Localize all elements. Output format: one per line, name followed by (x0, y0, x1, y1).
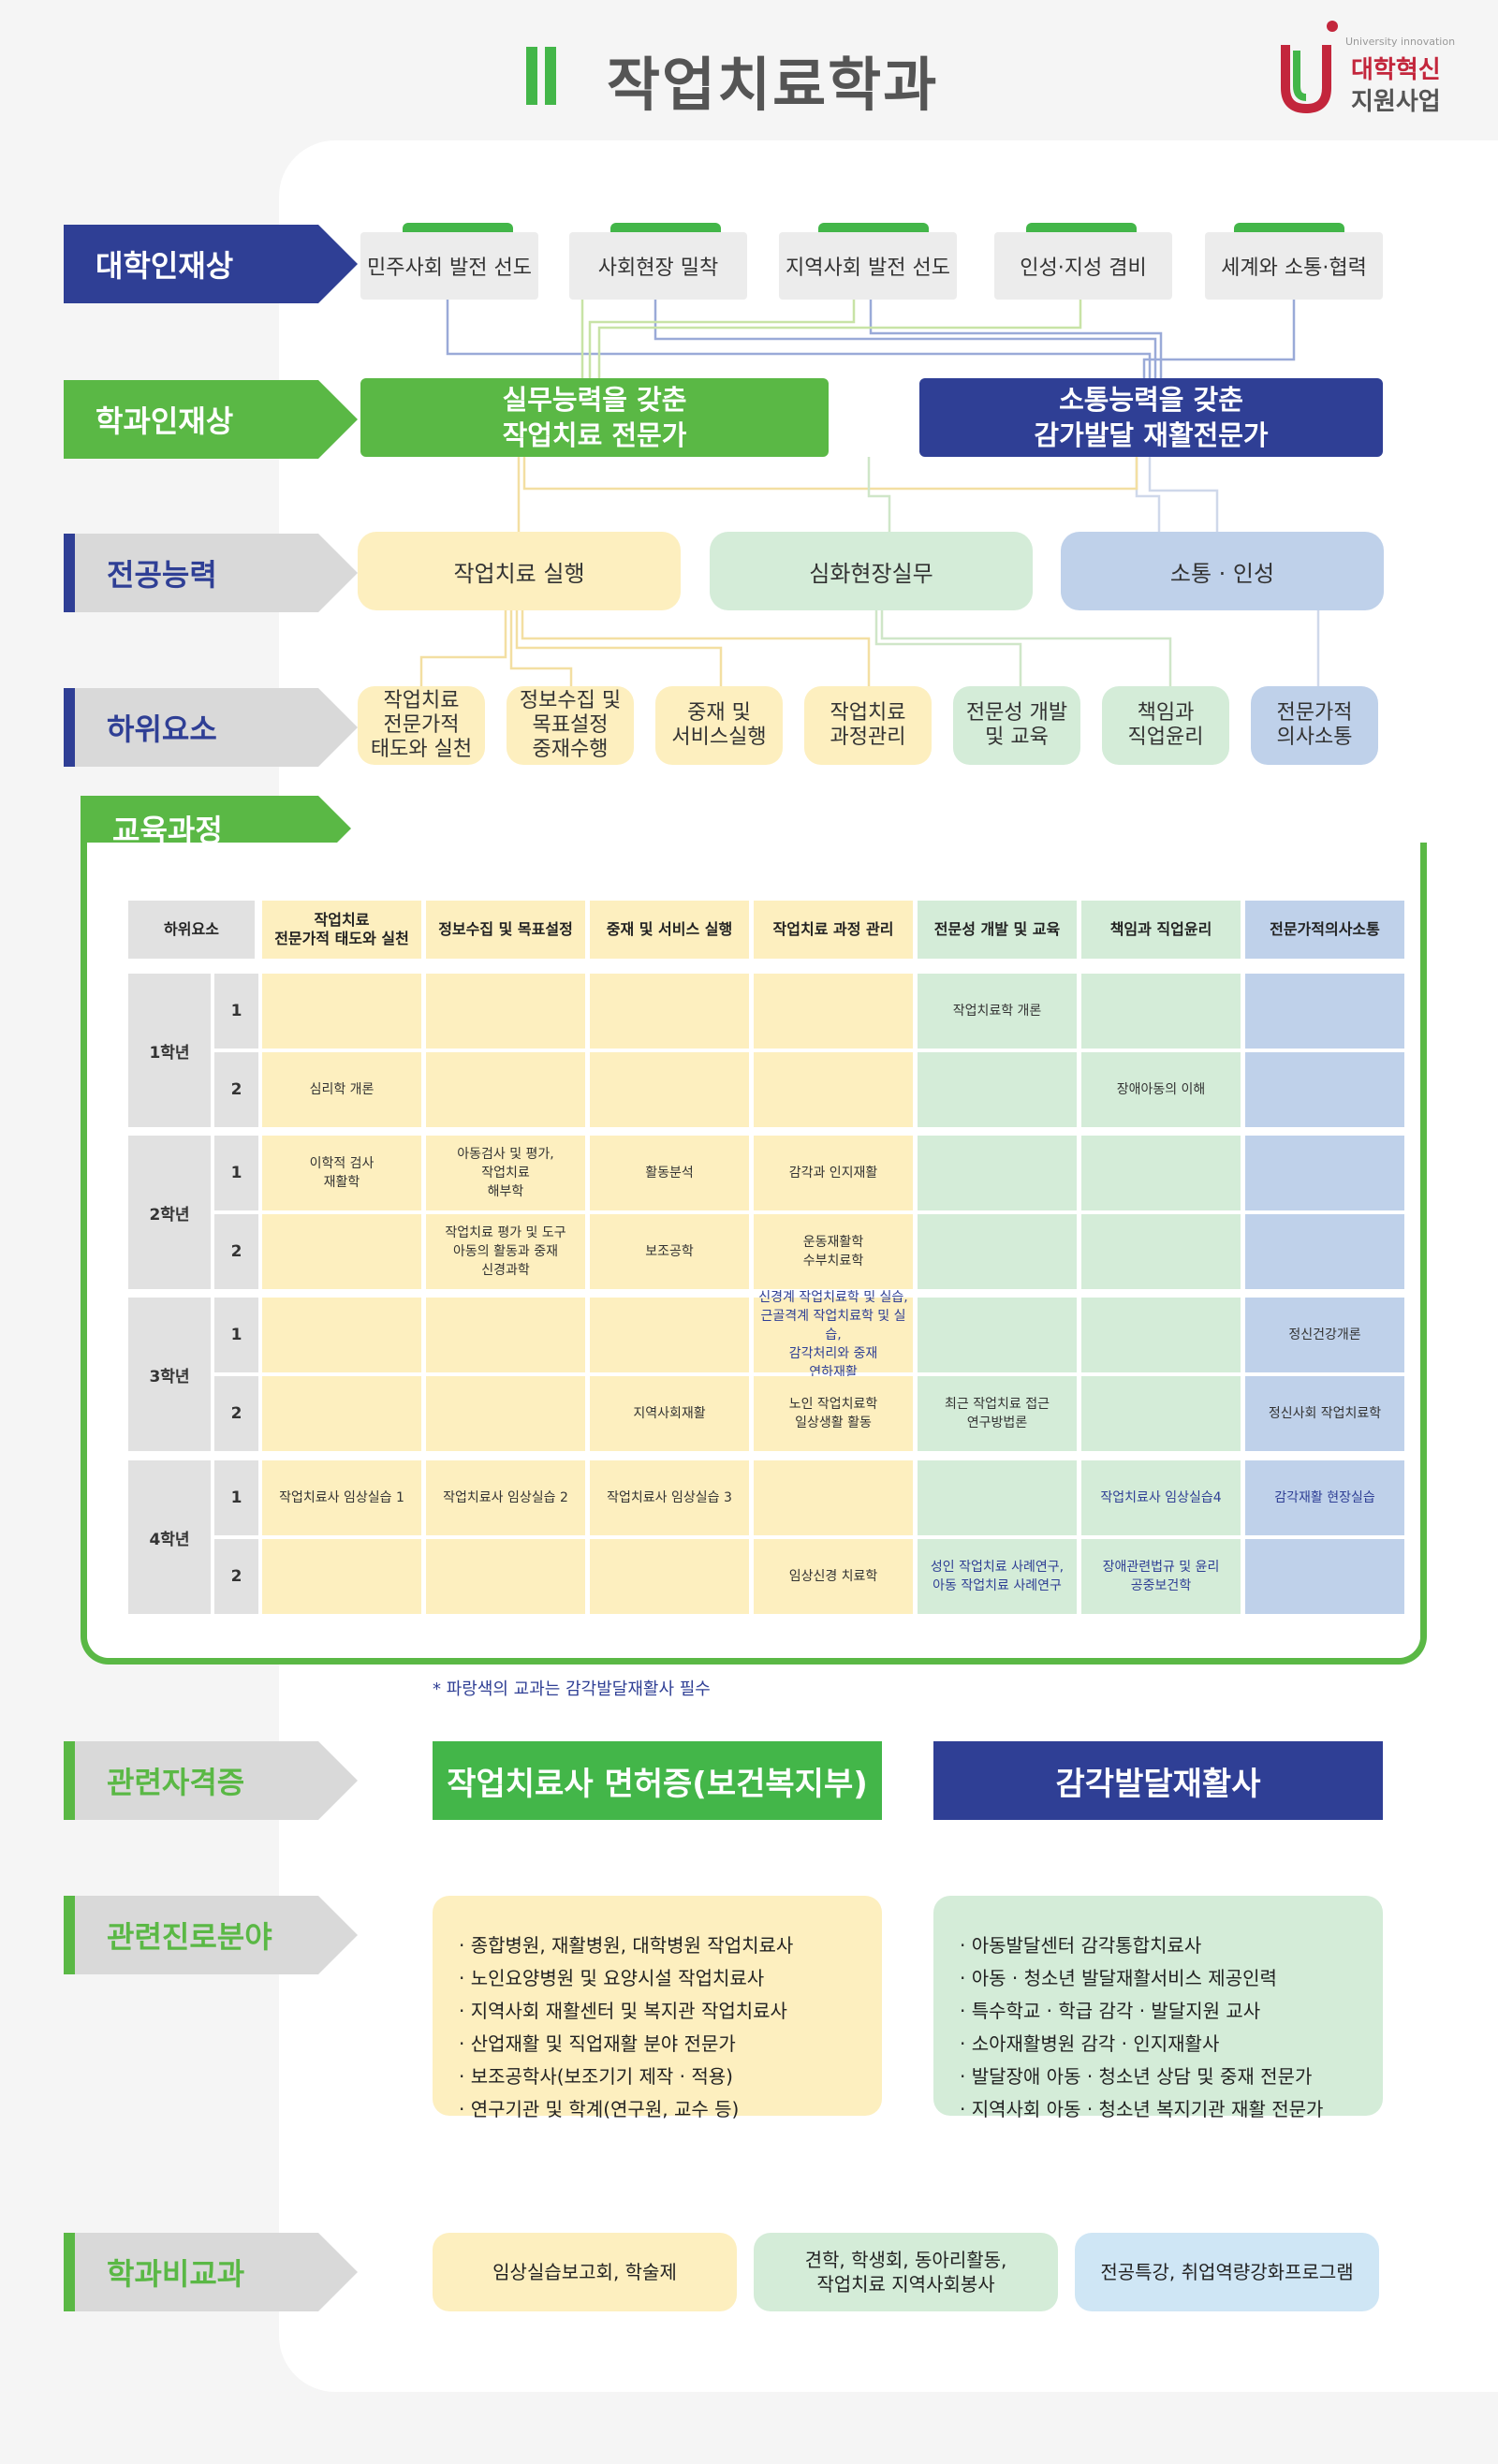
label-text: 전공능력 (107, 557, 217, 593)
label-arrow-icon (318, 1896, 358, 1974)
university-ideal: 사회현장 밀착 (569, 232, 747, 300)
university-ideal: 지역사회 발전 선도 (779, 232, 957, 300)
sub-line: 직업윤리 (1127, 726, 1204, 749)
extracurricular-lectures: 전공특강, 취업역량강화프로그램 (1075, 2233, 1379, 2311)
ideal-tab (818, 223, 929, 234)
label-arrow-icon (318, 225, 358, 303)
logo: University innovation 대학혁신 지원사업 (1278, 17, 1456, 116)
sub-line: 태도와 실천 (370, 738, 473, 761)
career-item: · 발달장애 아동 · 청소년 상담 및 중재 전문가 (960, 2065, 1313, 2088)
career-item: · 아동 · 청소년 발달재활서비스 제공인력 (960, 1967, 1277, 1989)
label-university-ideal: 대학인재상 (64, 225, 358, 303)
label-arrow-icon (318, 688, 358, 767)
subelement-development: 전문성 개발 및 교육 (953, 686, 1080, 765)
sub-line: 중재수행 (532, 738, 609, 761)
career-item: · 아동발달센터 감각통합치료사 (960, 1934, 1202, 1957)
sub-line: 작업치료 (830, 701, 906, 725)
university-ideal: 인성·지성 겸비 (994, 232, 1172, 300)
label-arrow-icon (318, 2233, 358, 2311)
title-bar-icon (545, 47, 556, 105)
label-arrow-icon (318, 1741, 358, 1820)
department-ideal-communication: 소통능력을 갖춘 감가발달 재활전문가 (919, 378, 1383, 457)
career-item: · 노인요양병원 및 요양시설 작업치료사 (459, 1967, 765, 1989)
department-ideal-practical: 실무능력을 갖춘 작업치료 전문가 (360, 378, 829, 457)
label-text: 학과인재상 (95, 403, 234, 439)
career-item: · 산업재활 및 직업재활 분야 전문가 (459, 2032, 736, 2055)
logo-mark-icon (1281, 21, 1338, 114)
label-competency: 전공능력 (64, 534, 358, 612)
sub-line: 목표설정 (532, 713, 609, 737)
extracurricular-activities: 견학, 학생회, 동아리활동, 작업치료 지역사회봉사 (754, 2233, 1058, 2311)
label-text: 교육과정 (112, 813, 223, 848)
label-career: 관련진로분야 (64, 1896, 358, 1974)
subelement-ethics: 책임과 직업윤리 (1102, 686, 1229, 765)
label-extracurricular: 학과비교과 (64, 2233, 358, 2311)
certificate-sensory: 감각발달재활사 (933, 1741, 1383, 1820)
label-text: 학과비교과 (107, 2256, 245, 2292)
extracurricular-line: 작업치료 지역사회봉사 (816, 2273, 995, 2295)
sub-line: 작업치료 (383, 689, 460, 712)
ideal-tab (610, 223, 721, 234)
label-text: 대학인재상 (95, 248, 234, 284)
curriculum-panel (87, 843, 1420, 1658)
sub-line: 전문성 개발 (965, 701, 1068, 725)
career-item: · 지역사회 아동 · 청소년 복지기관 재활 전문가 (960, 2098, 1324, 2120)
sub-line: 전문가적 (383, 713, 460, 737)
page-title: 작업치료학과 (607, 51, 939, 119)
title-bar-icon (526, 47, 537, 105)
logo-name-line1: 대학혁신 (1351, 56, 1441, 84)
label-curriculum: 교육과정 (81, 796, 351, 861)
sub-line: 의사소통 (1276, 726, 1353, 749)
label-text: 관련자격증 (107, 1765, 245, 1800)
competency-field: 심화현장실무 (710, 532, 1033, 610)
career-item: · 소아재활병원 감각 · 인지재활사 (960, 2032, 1220, 2055)
sub-line: 과정관리 (830, 726, 906, 749)
label-text: 하위요소 (107, 711, 217, 747)
sub-line: 정보수집 및 (519, 689, 622, 712)
label-subelement: 하위요소 (64, 688, 358, 767)
career-list-ot: · 종합병원, 재활병원, 대학병원 작업치료사 · 노인요양병원 및 요양시설… (433, 1896, 882, 2120)
sub-line: 책임과 (1137, 701, 1195, 725)
label-certificate: 관련자격증 (64, 1741, 358, 1820)
sub-line: 중재 및 (687, 701, 751, 725)
extracurricular-seminar: 임상실습보고회, 학술제 (433, 2233, 737, 2311)
curriculum-note: * 파랑색의 교과는 감각발달재활사 필수 (433, 1679, 711, 1699)
competency-communication: 소통 · 인성 (1061, 532, 1384, 610)
subelement-info: 정보수집 및 목표설정 중재수행 (507, 686, 634, 765)
competency-practice: 작업치료 실행 (358, 532, 681, 610)
ideal-line: 감가발달 재활전문가 (1034, 419, 1269, 451)
ideal-line: 작업치료 전문가 (502, 419, 687, 451)
university-ideal: 민주사회 발전 선도 (360, 232, 538, 300)
label-text: 관련진로분야 (107, 1919, 272, 1955)
university-ideal: 세계와 소통·협력 (1205, 232, 1383, 300)
label-department-ideal: 학과인재상 (64, 380, 358, 459)
curriculum-frame (81, 843, 1427, 1665)
subelement-attitude: 작업치료 전문가적 태도와 실천 (358, 686, 485, 765)
subelement-professional-communication: 전문가적 의사소통 (1251, 686, 1378, 765)
extracurricular-line: 견학, 학생회, 동아리활동, (804, 2249, 1007, 2271)
logo-tagline: University innovation (1345, 36, 1456, 48)
career-item: · 특수학교 · 학급 감각 · 발달지원 교사 (960, 2000, 1261, 2022)
career-list-sensory: · 아동발달센터 감각통합치료사 · 아동 · 청소년 발달재활서비스 제공인력… (933, 1896, 1383, 2120)
subelement-process: 작업치료 과정관리 (804, 686, 932, 765)
sub-line: 및 교육 (985, 726, 1049, 749)
ideal-tab (403, 223, 513, 234)
sub-line: 전문가적 (1276, 701, 1353, 725)
ideal-line: 소통능력을 갖춘 (1059, 384, 1243, 416)
certificate-ot-license: 작업치료사 면허증(보건복지부) (433, 1741, 882, 1820)
career-item: · 연구기관 및 학계(연구원, 교수 등) (459, 2098, 740, 2120)
ideal-tab (1234, 223, 1344, 234)
ideal-tab (1026, 223, 1137, 234)
career-item: · 종합병원, 재활병원, 대학병원 작업치료사 (459, 1934, 794, 1957)
label-arrow-icon (318, 534, 358, 612)
ideal-line: 실무능력을 갖춘 (502, 384, 687, 416)
label-arrow-icon (318, 380, 358, 459)
subelement-intervention: 중재 및 서비스실행 (655, 686, 783, 765)
logo-name-line2: 지원사업 (1351, 88, 1441, 116)
career-item: · 지역사회 재활센터 및 복지관 작업치료사 (459, 2000, 787, 2022)
career-item: · 보조공학사(보조기기 제작 · 적용) (459, 2065, 733, 2088)
sub-line: 서비스실행 (671, 726, 767, 749)
